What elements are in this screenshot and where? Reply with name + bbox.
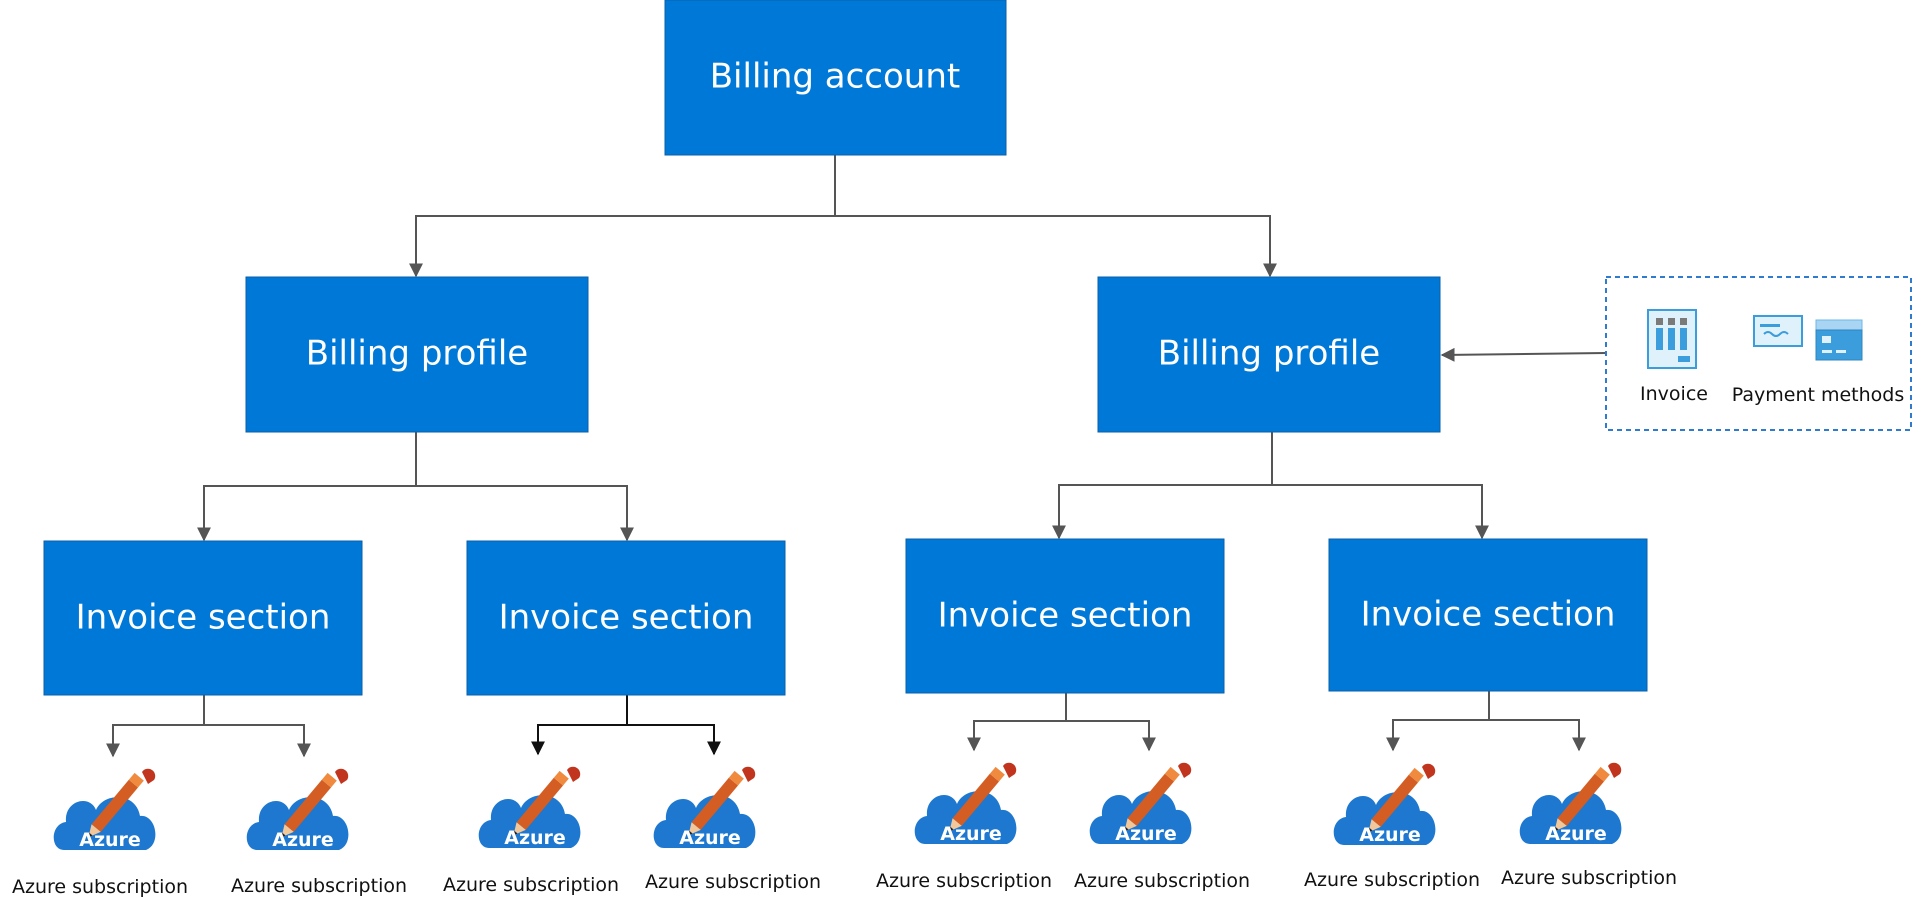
azure-subscription-caption: Azure subscription [443, 874, 619, 896]
billing-profile-label: Billing profile [1158, 334, 1380, 374]
azure-cloud-pencil-icon: Azure [1519, 762, 1622, 845]
azure-icon-label: Azure [1545, 823, 1607, 845]
azure-cloud-pencil-icon: Azure [1089, 762, 1192, 845]
azure-subscription-caption: Azure subscription [12, 876, 188, 898]
billing-account-label: Billing account [710, 57, 961, 97]
azure-icon-label: Azure [1115, 823, 1177, 845]
azure-cloud-pencil-icon: Azure [478, 766, 581, 849]
azure-subscription-caption: Azure subscription [1304, 869, 1480, 891]
azure-subscription-caption: Azure subscription [1074, 870, 1250, 892]
payment-methods-label: Payment methods [1732, 384, 1905, 406]
billing-profile-label: Billing profile [306, 334, 528, 374]
azure-icon-label: Azure [1359, 824, 1421, 846]
azure-subscription-caption: Azure subscription [1501, 867, 1677, 889]
azure-subscription-caption: Azure subscription [645, 871, 821, 893]
invoice-section-label: Invoice section [76, 598, 331, 638]
invoice-icon [1647, 309, 1697, 369]
invoice-section-label: Invoice section [1361, 595, 1616, 635]
azure-icon-label: Azure [79, 829, 141, 851]
connectors-bottom [106, 691, 1586, 758]
connectors-middle [197, 432, 1489, 542]
azure-subscription-8: Azure Azure subscription [1501, 762, 1677, 889]
invoice-section-node-2: Invoice section [466, 540, 786, 696]
invoice-section-node-1: Invoice section [43, 540, 363, 696]
azure-subscription-5: Azure Azure subscription [876, 762, 1052, 892]
azure-cloud-pencil-icon: Azure [914, 762, 1017, 845]
azure-cloud-pencil-icon: Azure [53, 768, 156, 851]
billing-profile-node-left: Billing profile [245, 276, 589, 433]
azure-subscription-caption: Azure subscription [231, 875, 407, 897]
legend-connector [1440, 347, 1607, 362]
azure-icon-label: Azure [504, 827, 566, 849]
azure-cloud-pencil-icon: Azure [1333, 763, 1436, 846]
azure-icon-label: Azure [940, 823, 1002, 845]
azure-subscription-3: Azure Azure subscription [443, 766, 619, 896]
invoice-label: Invoice [1640, 383, 1708, 405]
connectors-top [409, 155, 1277, 278]
azure-icon-label: Azure [272, 829, 334, 851]
invoice-section-node-3: Invoice section [905, 538, 1225, 694]
legend-box: Invoice Payment methods [1605, 276, 1912, 431]
invoice-section-label: Invoice section [938, 596, 1193, 636]
azure-cloud-pencil-icon: Azure [246, 768, 349, 851]
azure-icon-label: Azure [679, 827, 741, 849]
azure-subscription-6: Azure Azure subscription [1074, 762, 1250, 892]
azure-subscription-1: Azure Azure subscription [12, 768, 188, 898]
billing-profile-node-right: Billing profile [1097, 276, 1441, 433]
azure-subscription-4: Azure Azure subscription [645, 766, 821, 893]
invoice-section-node-4: Invoice section [1328, 538, 1648, 692]
azure-subscription-caption: Azure subscription [876, 870, 1052, 892]
azure-cloud-pencil-icon: Azure [653, 766, 756, 849]
invoice-section-label: Invoice section [499, 598, 754, 638]
azure-subscription-2: Azure Azure subscription [231, 768, 407, 897]
billing-account-node: Billing account [664, 0, 1007, 156]
azure-subscription-7: Azure Azure subscription [1304, 763, 1480, 891]
